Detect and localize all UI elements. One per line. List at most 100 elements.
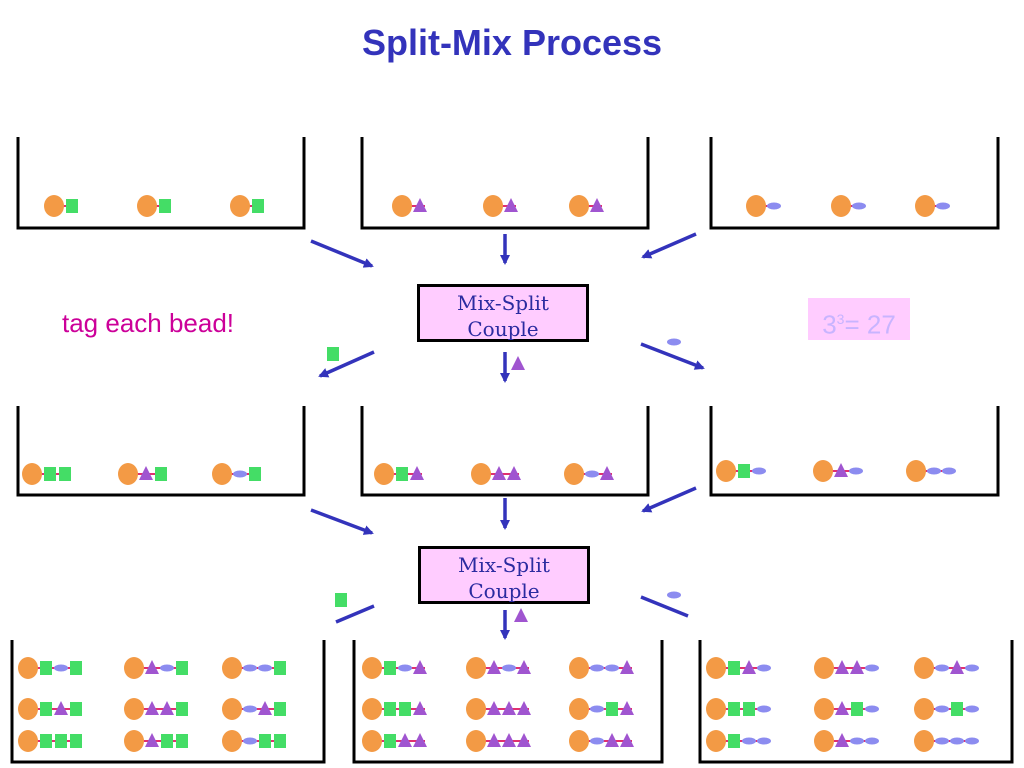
bead-icon — [914, 730, 934, 752]
square-monomer-icon — [176, 734, 188, 748]
oval-monomer-icon — [757, 664, 771, 672]
bead-icon — [222, 657, 242, 679]
oval-monomer-icon — [936, 202, 950, 210]
square-monomer-icon — [606, 702, 618, 716]
arrow-from-mix-2-left — [335, 604, 375, 624]
oval-monomer-icon — [942, 467, 956, 475]
square-monomer-icon — [396, 467, 408, 481]
oval-monomer-icon — [160, 664, 174, 672]
page-title: Split-Mix Process — [361, 22, 663, 63]
square-monomer-icon — [951, 702, 963, 716]
bead-chain — [222, 657, 286, 679]
arrow-to-mix-1-right — [641, 232, 697, 259]
bead-chain — [362, 657, 427, 679]
square-monomer-icon — [40, 702, 52, 716]
square-monomer-icon — [161, 734, 173, 748]
oval-monomer-icon — [935, 737, 949, 745]
triangle-monomer-icon — [502, 733, 516, 747]
triangle-monomer-icon — [590, 198, 604, 212]
oval-monomer-icon — [243, 705, 257, 713]
tag-each-bead-note: tag each bead! — [62, 308, 235, 338]
triangle-monomer-icon — [835, 701, 849, 715]
bead-icon — [706, 730, 726, 752]
square-monomer-icon — [274, 734, 286, 748]
square-monomer-icon — [259, 734, 271, 748]
bead-icon — [471, 463, 491, 485]
square-monomer-icon — [70, 661, 82, 675]
bead-icon — [814, 657, 834, 679]
oval-monomer-icon — [258, 664, 272, 672]
bead-chain — [746, 195, 781, 217]
oval-monomer-icon — [865, 737, 879, 745]
bead-chain — [124, 698, 188, 720]
bead-icon — [18, 730, 38, 752]
square-monomer-icon — [40, 734, 52, 748]
square-monomer-icon — [70, 702, 82, 716]
triangle-monomer-icon — [517, 701, 531, 715]
bead-icon — [124, 698, 144, 720]
container-stage3-2 — [352, 640, 664, 764]
square-monomer-icon — [155, 467, 167, 481]
bead-icon — [814, 730, 834, 752]
triangle-monomer-icon — [487, 660, 501, 674]
triangle-monomer-icon — [517, 660, 531, 674]
bead-chain — [813, 460, 863, 482]
triangle-monomer-icon — [145, 733, 159, 747]
bead-chain — [362, 698, 427, 720]
oval-monomer-icon — [935, 705, 949, 713]
bead-icon — [906, 460, 926, 482]
triangle-monomer-icon — [487, 701, 501, 715]
bead-icon — [706, 657, 726, 679]
oval-monomer-icon — [243, 737, 257, 745]
square-monomer-icon — [384, 661, 396, 675]
triangle-monomer-icon — [507, 466, 521, 480]
container-stage1-1 — [16, 137, 306, 230]
bead-icon — [137, 195, 157, 217]
bead-chain — [814, 698, 879, 720]
bead-icon — [222, 698, 242, 720]
triangle-monomer-icon — [742, 660, 756, 674]
bead-icon — [466, 657, 486, 679]
bead-chain — [362, 730, 427, 752]
triangle-monomer-icon — [950, 660, 964, 674]
oval-monomer-icon — [965, 705, 979, 713]
square-monomer-icon — [384, 702, 396, 716]
bead-icon — [18, 657, 38, 679]
added-monomers — [327, 338, 681, 622]
container-stage1-3 — [709, 137, 1000, 230]
bead-chain — [374, 463, 424, 485]
triangle-monomer-icon — [511, 356, 525, 370]
bead-chain — [118, 463, 167, 485]
bead-icon — [362, 698, 382, 720]
triangle-monomer-icon — [54, 701, 68, 715]
bead-icon — [466, 730, 486, 752]
bead-icon — [716, 460, 736, 482]
triangle-monomer-icon — [398, 733, 412, 747]
arrow-to-mix-1-left — [310, 239, 374, 268]
bead-chain — [466, 698, 531, 720]
square-monomer-icon — [176, 661, 188, 675]
square-monomer-icon — [738, 464, 750, 478]
bead-chain — [483, 195, 518, 217]
square-monomer-icon — [252, 199, 264, 213]
oval-monomer-icon — [590, 705, 604, 713]
square-monomer-icon — [40, 661, 52, 675]
oval-monomer-icon — [233, 470, 247, 478]
square-monomer-icon — [249, 467, 261, 481]
triangle-monomer-icon — [492, 466, 506, 480]
library-size-badge: 33= 27 — [808, 298, 910, 340]
triangle-monomer-icon — [410, 466, 424, 480]
triangle-monomer-icon — [504, 198, 518, 212]
mix-box-line2: Couple — [468, 579, 540, 603]
bead-chain — [44, 195, 78, 217]
oval-monomer-icon — [950, 737, 964, 745]
mix-box-line2: Couple — [467, 317, 539, 341]
bead-icon — [362, 730, 382, 752]
bead-icon — [212, 463, 232, 485]
bead-icon — [814, 698, 834, 720]
count-exponent: 3 — [836, 311, 845, 327]
count-result: = 27 — [844, 309, 896, 340]
bead-icon — [374, 463, 394, 485]
oval-monomer-icon — [590, 737, 604, 745]
bead-icon — [569, 698, 589, 720]
